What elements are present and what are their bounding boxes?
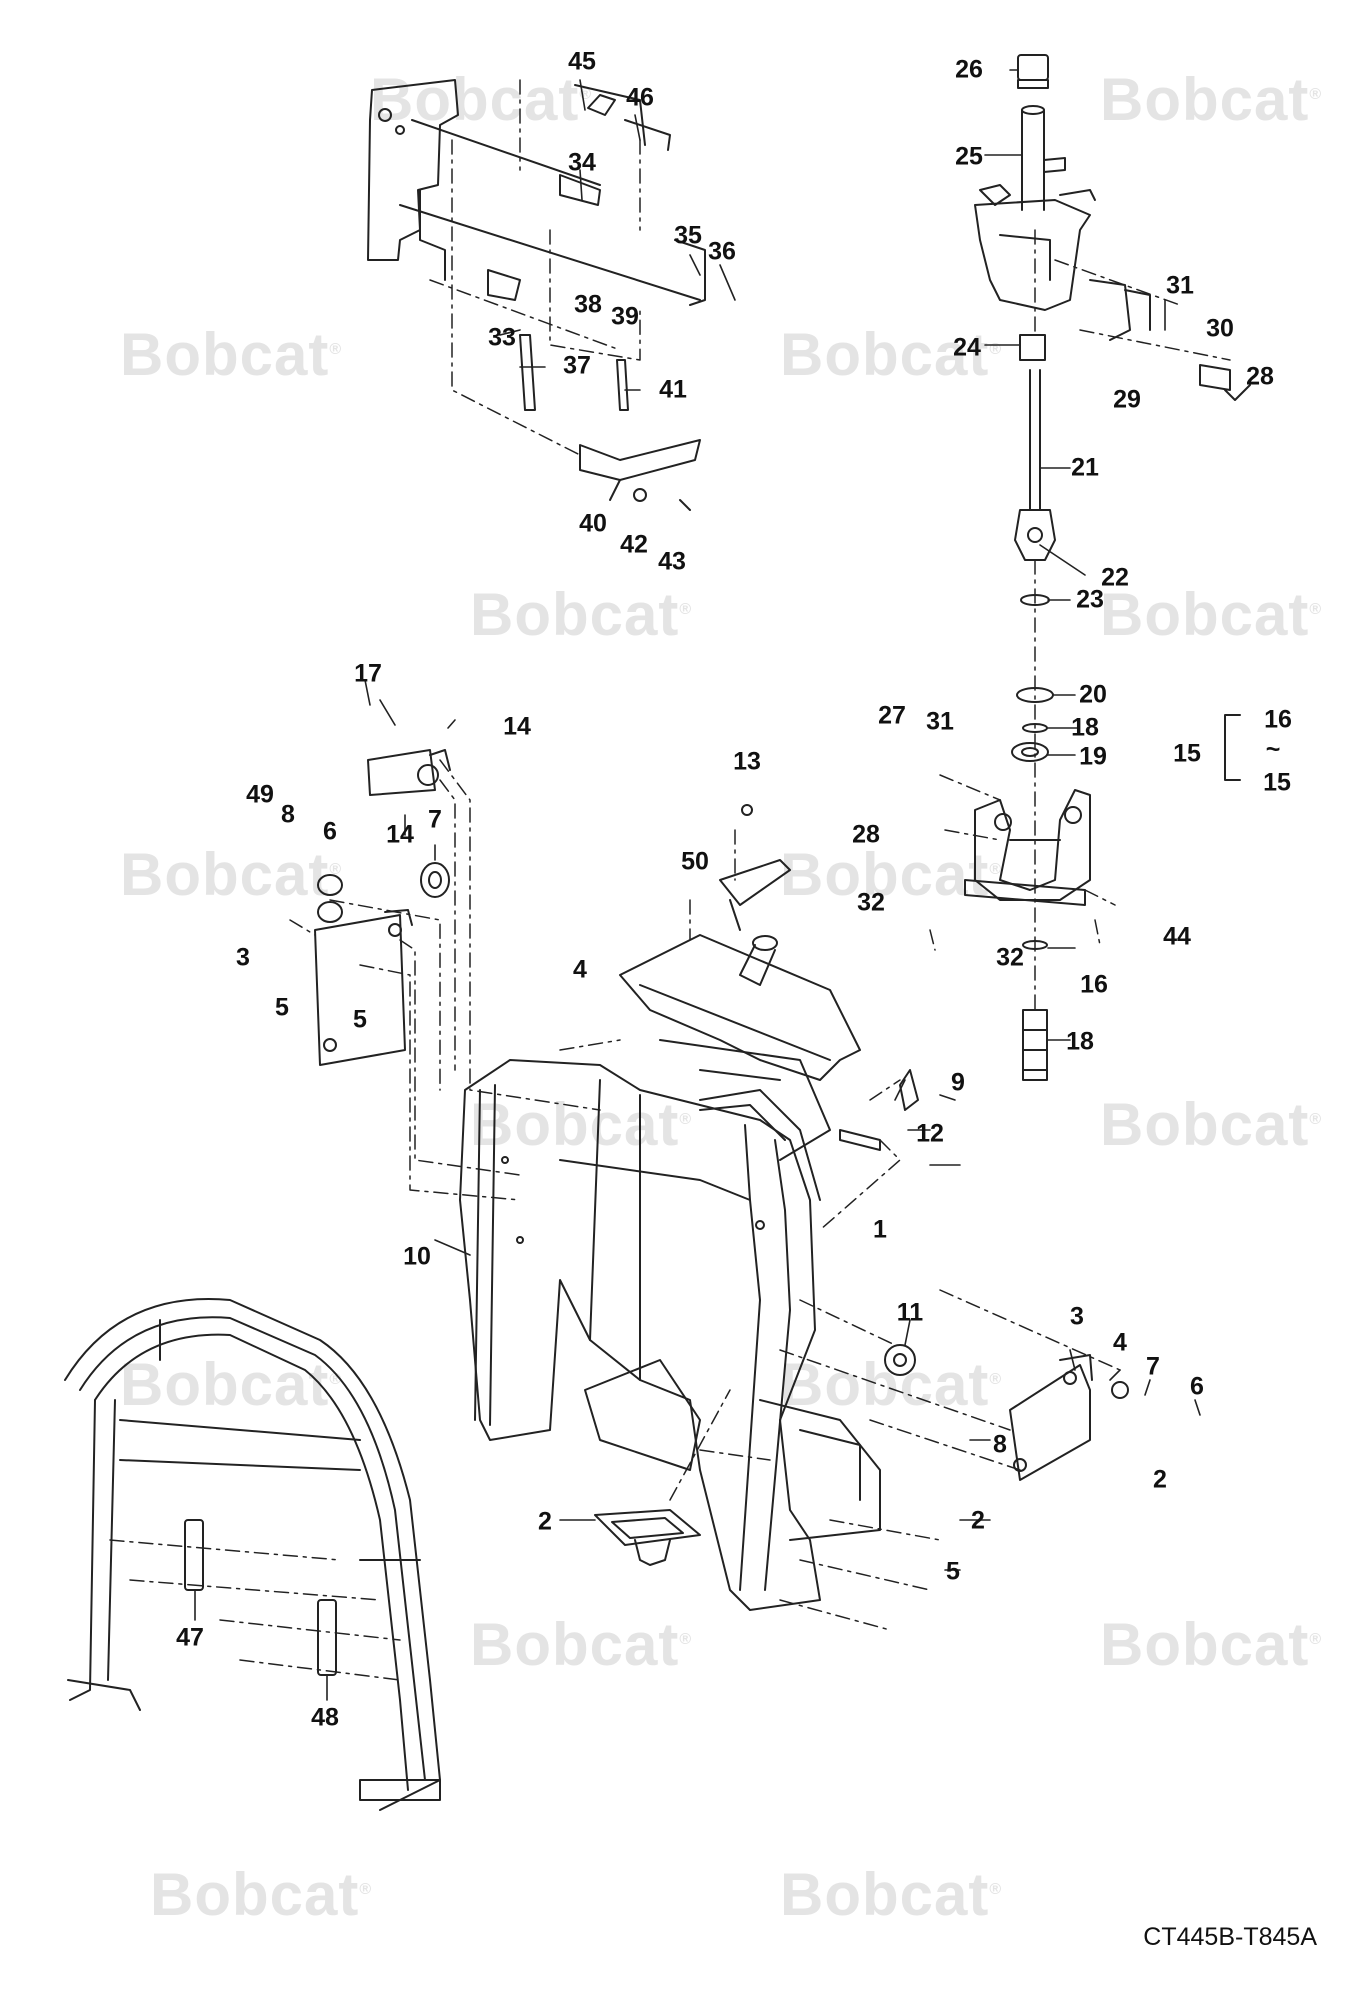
callout: 36 xyxy=(708,237,736,266)
watermark: Bobcat® xyxy=(120,1351,343,1418)
watermark: Bobcat® xyxy=(470,1611,693,1678)
callout: 5 xyxy=(353,1005,367,1034)
cab-frame xyxy=(459,1039,881,1611)
callout: 48 xyxy=(311,1703,339,1732)
callout: 18 xyxy=(1071,713,1099,742)
callout: 37 xyxy=(563,351,591,380)
callout: 22 xyxy=(1101,563,1129,592)
callout: 6 xyxy=(323,817,337,846)
callout: 3 xyxy=(1070,1302,1084,1331)
callout: 1 xyxy=(873,1215,887,1244)
callout: 12 xyxy=(916,1119,944,1148)
callout: 43 xyxy=(658,547,686,576)
callout: 28 xyxy=(852,820,880,849)
callout: 41 xyxy=(659,375,687,404)
callout: 42 xyxy=(620,530,648,559)
watermark: Bobcat® xyxy=(780,321,1003,388)
watermark: Bobcat® xyxy=(1100,1091,1323,1158)
boot xyxy=(594,1509,701,1566)
callout: 25 xyxy=(955,142,983,171)
callout: 50 xyxy=(681,847,709,876)
drawing-code: CT445B-T845A xyxy=(1143,1923,1317,1951)
callout: 40 xyxy=(579,509,607,538)
callout: 18 xyxy=(1066,1027,1094,1056)
callout: 32 xyxy=(996,943,1024,972)
callout: 49 xyxy=(246,780,274,809)
callout: 3 xyxy=(236,943,250,972)
callout: 33 xyxy=(488,323,516,352)
callout: 14 xyxy=(503,712,531,741)
callout: 17 xyxy=(354,659,382,688)
watermark: Bobcat® xyxy=(470,1091,693,1158)
callout: 15 xyxy=(1263,768,1291,797)
callout: 23 xyxy=(1076,585,1104,614)
callout: 44 xyxy=(1163,922,1191,951)
watermark: Bobcat® xyxy=(120,321,343,388)
callout: 2 xyxy=(538,1507,552,1536)
callout: 2 xyxy=(1153,1465,1167,1494)
callout: 20 xyxy=(1079,680,1107,709)
callout: 19 xyxy=(1079,742,1107,771)
callout: 8 xyxy=(993,1430,1007,1459)
right-bracket xyxy=(884,1344,1129,1481)
callout: 30 xyxy=(1206,314,1234,343)
range-ref: 15 xyxy=(1173,739,1201,768)
callout: 47 xyxy=(176,1623,204,1652)
watermark: Bobcat® xyxy=(470,581,693,648)
watermark: Bobcat® xyxy=(780,841,1003,908)
callout: 5 xyxy=(275,993,289,1022)
callout: 46 xyxy=(626,83,654,112)
watermark: Bobcat® xyxy=(1100,581,1323,648)
callout: 31 xyxy=(1166,271,1194,300)
callout: 10 xyxy=(403,1242,431,1271)
callout: ~ xyxy=(1265,735,1281,764)
callout: 38 xyxy=(574,290,602,319)
watermark: Bobcat® xyxy=(120,841,343,908)
callout: 45 xyxy=(568,47,596,76)
left-bracket xyxy=(314,874,413,1066)
callout: 4 xyxy=(573,955,587,984)
callout: 27 xyxy=(878,701,906,730)
callout: 29 xyxy=(1113,385,1141,414)
watermark: Bobcat® xyxy=(1100,66,1323,133)
watermark: Bobcat® xyxy=(370,66,593,133)
watermark: Bobcat® xyxy=(780,1861,1003,1928)
callout: 16 xyxy=(1264,705,1292,734)
callout: 9 xyxy=(951,1068,965,1097)
callout: 26 xyxy=(955,55,983,84)
callout: 4 xyxy=(1113,1328,1127,1357)
callout: 7 xyxy=(428,805,442,834)
door-frame xyxy=(64,1298,441,1811)
watermark: Bobcat® xyxy=(1100,1611,1323,1678)
callout: 8 xyxy=(281,800,295,829)
callout: 28 xyxy=(1246,362,1274,391)
callout: 24 xyxy=(953,333,981,362)
callout: 2 xyxy=(971,1506,985,1535)
callout: 21 xyxy=(1071,453,1099,482)
callout: 39 xyxy=(611,302,639,331)
watermark: Bobcat® xyxy=(150,1861,373,1928)
callout: 7 xyxy=(1146,1352,1160,1381)
callout: 5 xyxy=(946,1557,960,1586)
upper-beam xyxy=(619,804,919,1151)
callout: 13 xyxy=(733,747,761,776)
callout: 6 xyxy=(1190,1372,1204,1401)
callout: 16 xyxy=(1080,970,1108,999)
callout: 35 xyxy=(674,221,702,250)
pedal-bracket-assembly xyxy=(367,79,706,511)
callout: 14 xyxy=(386,820,414,849)
callout: 32 xyxy=(857,888,885,917)
callout: 34 xyxy=(568,148,596,177)
callout: 31 xyxy=(926,707,954,736)
callout: 11 xyxy=(896,1298,924,1327)
upper-bracket xyxy=(367,749,451,898)
